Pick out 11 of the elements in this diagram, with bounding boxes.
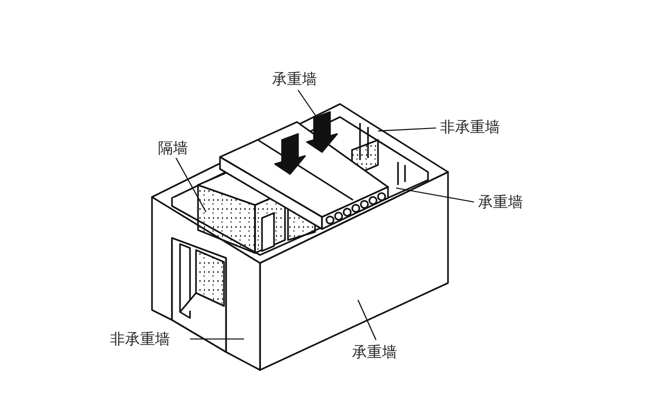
leader-line: [176, 158, 206, 212]
leader-line: [396, 187, 474, 203]
wall-label: 非承重墙: [440, 118, 500, 136]
wall-label: 非承重墙: [110, 330, 170, 348]
wall-label: 承重墙: [352, 343, 397, 361]
leader-line: [190, 338, 244, 340]
wall-label: 承重墙: [478, 193, 523, 211]
wall-label: 承重墙: [272, 70, 317, 88]
leader-line: [378, 127, 436, 132]
leader-line: [358, 300, 376, 340]
wall-label: 隔墙: [158, 139, 188, 157]
